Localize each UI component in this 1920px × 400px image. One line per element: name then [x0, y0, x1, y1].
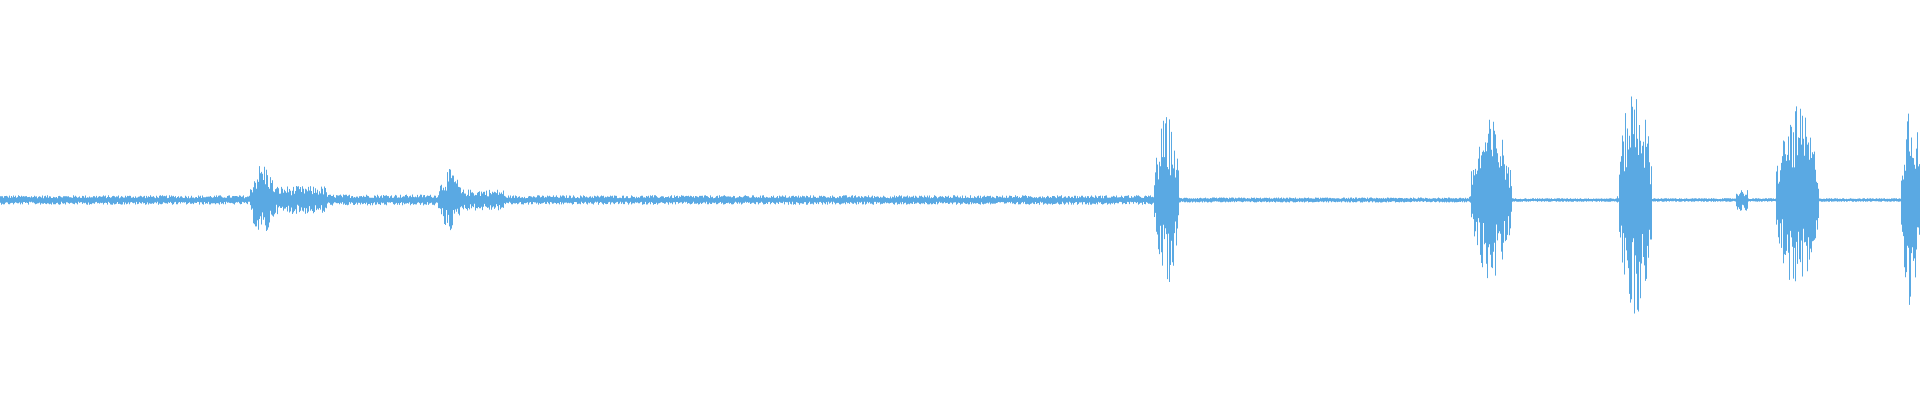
waveform-trace — [0, 96, 1920, 314]
waveform-samples — [0, 96, 1920, 314]
